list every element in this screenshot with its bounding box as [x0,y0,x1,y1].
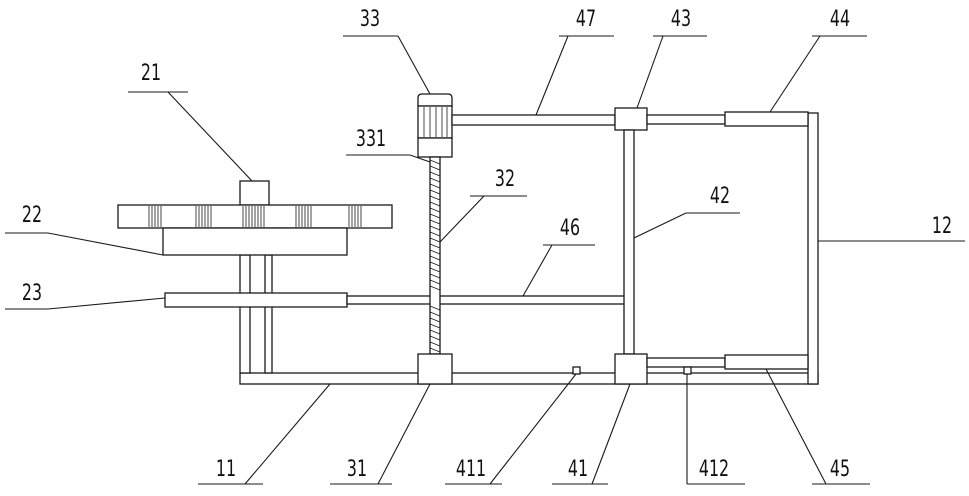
label-46: 46 [560,214,580,240]
label-331: 331 [356,125,386,151]
sensor-412 [684,367,691,374]
label-44: 44 [830,5,850,31]
label-33: 33 [360,5,380,31]
label-43: 43 [671,5,691,31]
screw-drive-31-32-33 [418,94,452,384]
label-31: 31 [347,455,367,481]
label-22: 22 [22,201,42,227]
leader-lines [5,36,965,484]
rod-23 [165,293,627,307]
label-32: 32 [495,165,515,191]
gear-assembly-21-22 [118,181,392,255]
sensor-411 [573,367,580,374]
label-23: 23 [22,279,42,305]
label-42: 42 [710,182,730,208]
label-21: 21 [141,59,161,85]
rail-45 [647,355,808,369]
label-12: 12 [932,212,952,238]
label-11: 11 [216,455,236,481]
label-41: 41 [568,455,588,481]
label-45: 45 [830,455,850,481]
arm-42 [615,130,647,384]
label-412: 412 [699,455,729,481]
label-47: 47 [576,5,596,31]
label-411: 411 [456,455,486,481]
rail-47 [452,108,808,130]
